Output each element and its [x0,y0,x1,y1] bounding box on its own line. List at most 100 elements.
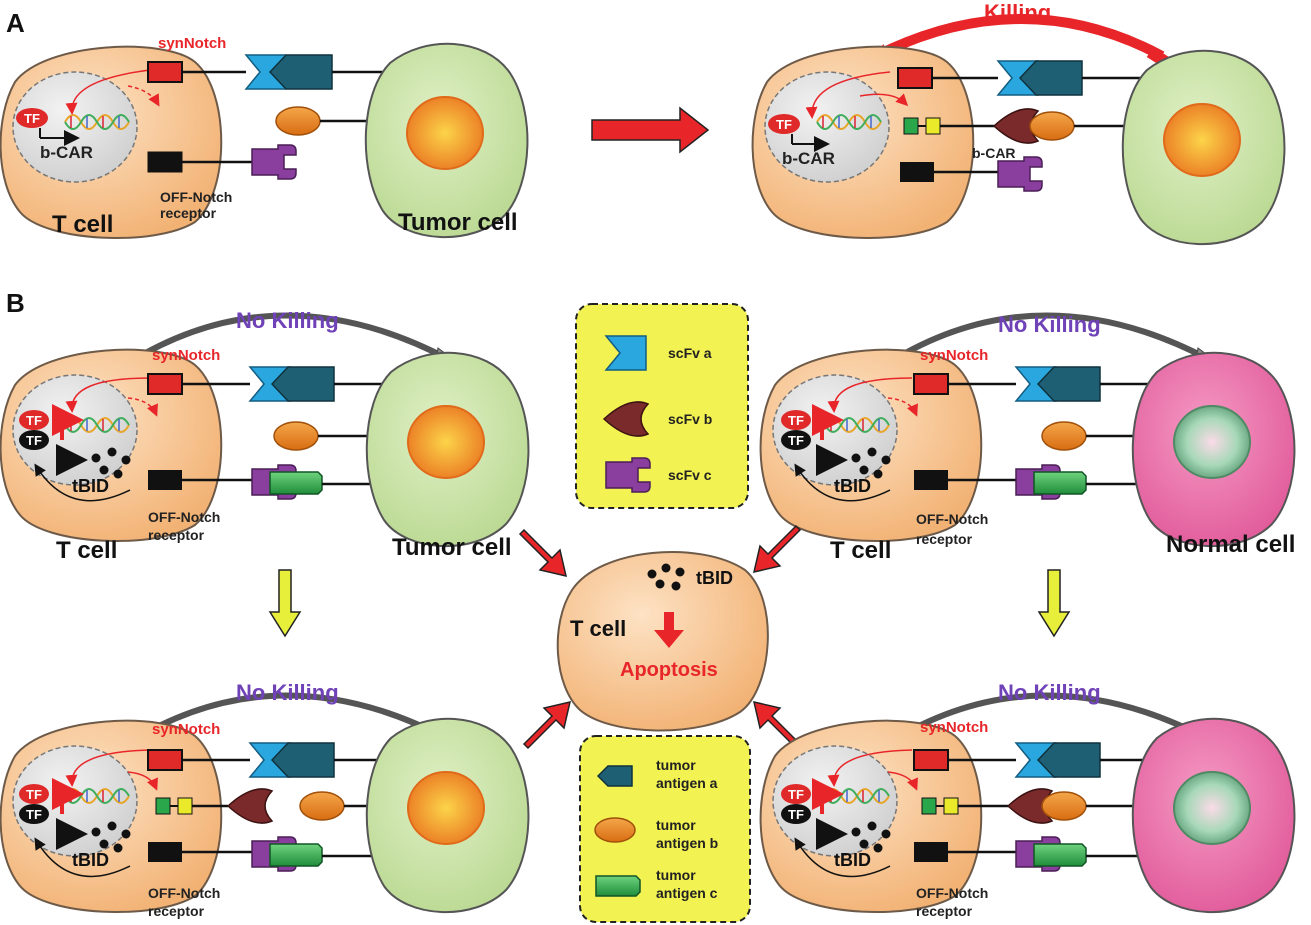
promoter-arrow-red [52,404,84,440]
tf-icon: TF TF [781,410,811,450]
tbid-label: tBID [72,850,109,870]
killing-arc [865,14,1165,65]
t-cell-label: T cell [570,616,626,641]
tbid-label: tBID [834,850,871,870]
synnotch-label: synNotch [920,347,988,364]
tumor-antigen-b [1041,791,1087,821]
synnotch-label: synNotch [152,347,220,364]
normal-cell [1131,351,1296,548]
panel-b-label: B [6,288,25,318]
tbid-label: tBID [696,568,733,588]
b-car-gene-label: b-CAR [40,143,93,162]
b-car-gene-label: b-CAR [782,149,835,168]
legend-scfv-b-label: scFv b [668,411,712,427]
tf-icon: TF TF [19,784,49,824]
b-car-domain-green [903,117,919,135]
legend-antigen-b-line1: tumor [656,817,696,833]
t-cell-label: T cell [52,211,113,238]
tf-label: TF [776,117,792,132]
promoter-arrow-black [56,818,88,850]
tf-icon: TF [768,114,800,134]
off-notch-receptor [914,842,948,862]
scfv-b [227,788,273,824]
off-notch-label-line2: receptor [160,205,217,221]
no-killing-arc [128,692,452,745]
tf-icon: TF TF [781,784,811,824]
off-notch-receptor [914,470,948,490]
tumor-cell-label: Tumor cell [398,209,518,236]
legend-antigen-a-line1: tumor [656,757,696,773]
synnotch-label: synNotch [920,719,988,736]
promoter-arrow-red [812,778,844,814]
t-cell-label: T cell [56,537,117,564]
tumor-antigen-c [269,843,323,867]
tf-label: TF [788,433,804,448]
off-notch-receptor [900,162,934,182]
b-car-label: b-CAR [972,145,1016,161]
tumor-antigen-a-icon [596,765,633,787]
tf-label: TF [26,787,42,802]
synnotch-receptor [147,61,183,83]
legend-antigen-c-line1: tumor [656,867,696,883]
tumor-antigen-b [1029,111,1075,141]
tbid-dots [647,563,685,591]
transition-arrow-down [1037,569,1071,638]
feedback-arrow [794,837,891,878]
tf-label: TF [788,787,804,802]
b-car-domain-yellow [925,117,941,135]
legend-scfv-a-label: scFv a [668,345,712,361]
tbid-dots [91,447,131,479]
signal-arrow [65,69,151,115]
promoter-arrow-red [812,404,844,440]
tf-label: TF [26,433,42,448]
b-car-domain-yellow [943,797,959,815]
tumor-antigen-c-icon [595,875,641,897]
tbid-dots [91,821,131,853]
tf-label: TF [788,807,804,822]
scfv-c [251,144,297,180]
off-notch-label-line1: OFF-Notch [916,885,988,901]
normal-cell [1131,717,1296,914]
feedback-arrow [34,837,131,878]
no-killing-arc [128,312,452,365]
tumor-cell [365,351,530,548]
no-killing-label: No Killing [236,680,339,705]
off-notch-label-line1: OFF-Notch [160,189,232,205]
arrow-to-apoptosis [518,528,568,578]
tf-icon: TF [16,108,48,128]
off-notch-label-line2: receptor [148,527,205,543]
killing-label: Killing [984,0,1051,25]
no-killing-arc [888,312,1212,365]
tf-icon: TF TF [19,410,49,450]
b-car-domain-yellow [177,797,193,815]
expression-arrow [127,85,160,107]
signal-arrow [65,377,151,413]
b-car-domain-green [155,797,171,815]
apoptotic-t-cell [556,550,769,732]
tumor-antigen-c [269,471,323,495]
synnotch-label: synNotch [152,721,220,738]
tf-label: TF [788,413,804,428]
legend-antigen-c-line2: antigen c [656,885,718,901]
expression-arrow [887,771,918,791]
off-notch-receptor [148,470,182,490]
off-notch-label-line2: receptor [148,903,205,919]
feedback-arrow [794,463,891,502]
transition-arrow-down [268,569,302,638]
tumor-antigen-b [1041,421,1087,451]
tbid-dots [851,447,891,479]
tf-label: TF [24,111,40,126]
tumor-cell-label: Tumor cell [392,534,512,561]
tumor-antigen-b-icon [594,817,636,843]
expression-arrow [127,397,158,417]
signal-arrow [827,749,913,787]
arrow-to-apoptosis [522,700,572,750]
synnotch-receptor [897,67,933,89]
off-notch-receptor [148,842,182,862]
promoter-arrow-red [52,778,84,814]
no-killing-arc [888,692,1212,745]
t-cell-label: T cell [830,537,891,564]
tf-label: TF [26,807,42,822]
tbid-dots [851,821,891,853]
